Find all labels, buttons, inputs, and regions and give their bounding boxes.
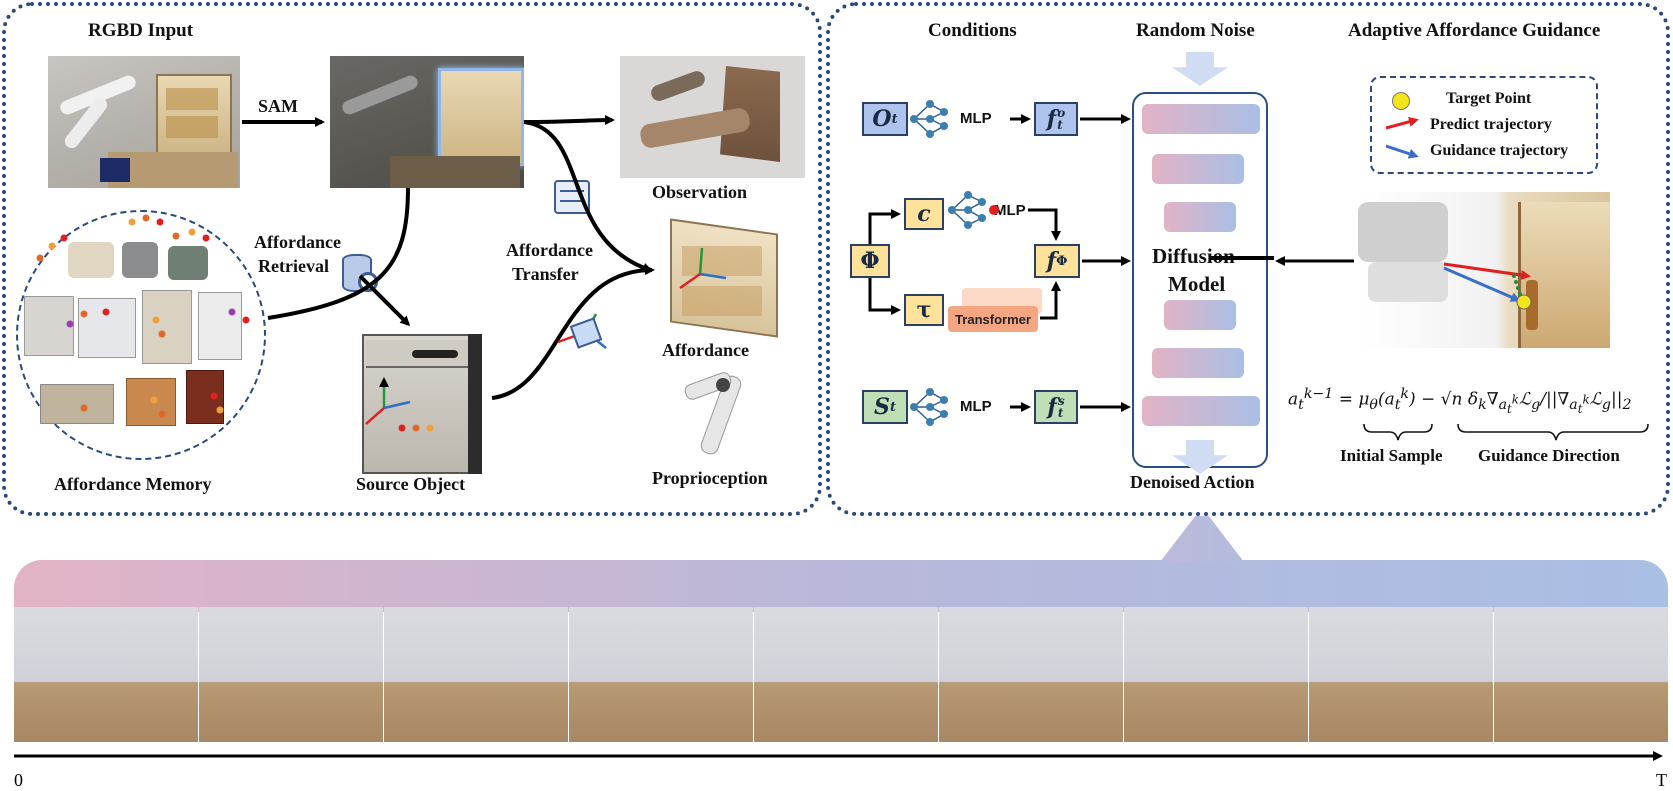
c-symbol: c (917, 201, 931, 227)
tau-symbol: τ (916, 297, 932, 323)
trajectory-frame-7 (1124, 607, 1308, 742)
f-phi-symbol: f (1046, 248, 1057, 274)
guidance-legend (1370, 76, 1598, 174)
trajectory-frame-2 (199, 607, 383, 742)
legend-target-point: Target Point (1446, 90, 1532, 107)
legend-predict-trajectory: Predict trajectory (1430, 116, 1552, 133)
proprioception-label: Proprioception (652, 468, 768, 488)
phi-symbol: Φ (860, 248, 880, 274)
rgbd-image (48, 56, 240, 188)
o-subscript: t (891, 111, 898, 127)
noise-bar-5 (1152, 348, 1244, 378)
affordance-label: Affordance (662, 340, 749, 360)
f-o-sup: o (1057, 106, 1066, 120)
mlp-label-c: MLP (994, 202, 1026, 219)
f-o-sub: t (1057, 118, 1063, 132)
mlp-network-icons (913, 103, 983, 423)
s-symbol: S (874, 394, 890, 420)
guidance-equation: atk−1 = μθ(atk) − √n δk∇atkℒg/||∇atkℒg||… (1288, 386, 1632, 416)
timeline-gradient-band (14, 560, 1668, 612)
source-object-label: Source Object (356, 474, 466, 494)
noise-bar-4 (1164, 300, 1236, 330)
timeline-end-label: T (1656, 770, 1667, 790)
perception-panel (2, 2, 822, 516)
o-symbol: O (872, 106, 892, 132)
f-s-sub: t (1057, 406, 1064, 420)
f-s-sup: s (1057, 394, 1065, 408)
random-noise-title: Random Noise (1136, 20, 1255, 41)
timeline-start-label: 0 (14, 770, 23, 790)
trajectory-frame-3 (384, 607, 568, 742)
mlp-label-obs: MLP (960, 110, 992, 127)
noise-bar-1 (1142, 104, 1260, 134)
trajectory-frame-1 (14, 607, 198, 742)
trajectory-frame-8 (1309, 607, 1493, 742)
mlp-label-state: MLP (960, 398, 992, 415)
affordance-retrieval-label-2: Retrieval (258, 256, 329, 276)
trajectory-frame-9 (1494, 607, 1668, 742)
initial-sample-label: Initial Sample (1340, 446, 1443, 465)
policy-panel (826, 2, 1670, 516)
s-subscript: t (889, 399, 896, 415)
noise-bar-6 (1142, 396, 1260, 426)
tau-box: τ (904, 294, 944, 326)
trajectory-frame-6 (939, 607, 1123, 742)
phi-box: Φ (850, 244, 890, 278)
diffusion-label-2: Model (1168, 272, 1226, 296)
proprioception-robot-image (672, 364, 762, 464)
sam-label: SAM (258, 96, 298, 116)
transformer-box: Transformer (948, 306, 1038, 332)
f-phi-sup: Φ (1056, 253, 1068, 269)
conditions-title: Conditions (928, 20, 1017, 41)
source-object-image (356, 330, 488, 478)
f-s-symbol: f (1047, 394, 1057, 420)
legend-guidance-trajectory: Guidance trajectory (1430, 142, 1569, 159)
rgbd-input-title: RGBD Input (88, 20, 194, 41)
trajectory-frame-4 (569, 607, 753, 742)
adaptive-guidance-title: Adaptive Affordance Guidance (1348, 20, 1601, 41)
affordance-retrieval-label-1: Affordance (254, 232, 341, 252)
denoised-action-label: Denoised Action (1130, 472, 1255, 492)
affordance-memory-label: Affordance Memory (54, 474, 212, 494)
noise-bar-2 (1152, 154, 1244, 184)
sam-mask-image (330, 56, 524, 188)
affordance-memory-circle (16, 210, 266, 460)
trajectory-frame-5 (754, 607, 938, 742)
f-o-symbol: f (1046, 106, 1057, 132)
c-box: c (904, 198, 944, 230)
observation-label: Observation (652, 182, 748, 202)
guidance-direction-label: Guidance Direction (1478, 446, 1620, 465)
affordance-cabinet-image (660, 216, 790, 340)
affordance-transfer-label-2: Transfer (512, 264, 579, 284)
cabinet-icon (554, 180, 590, 214)
noise-bar-3 (1164, 202, 1236, 232)
target-point-icon (1392, 92, 1410, 110)
observation-pointcloud (620, 56, 805, 178)
affordance-transfer-label-1: Affordance (506, 240, 593, 260)
